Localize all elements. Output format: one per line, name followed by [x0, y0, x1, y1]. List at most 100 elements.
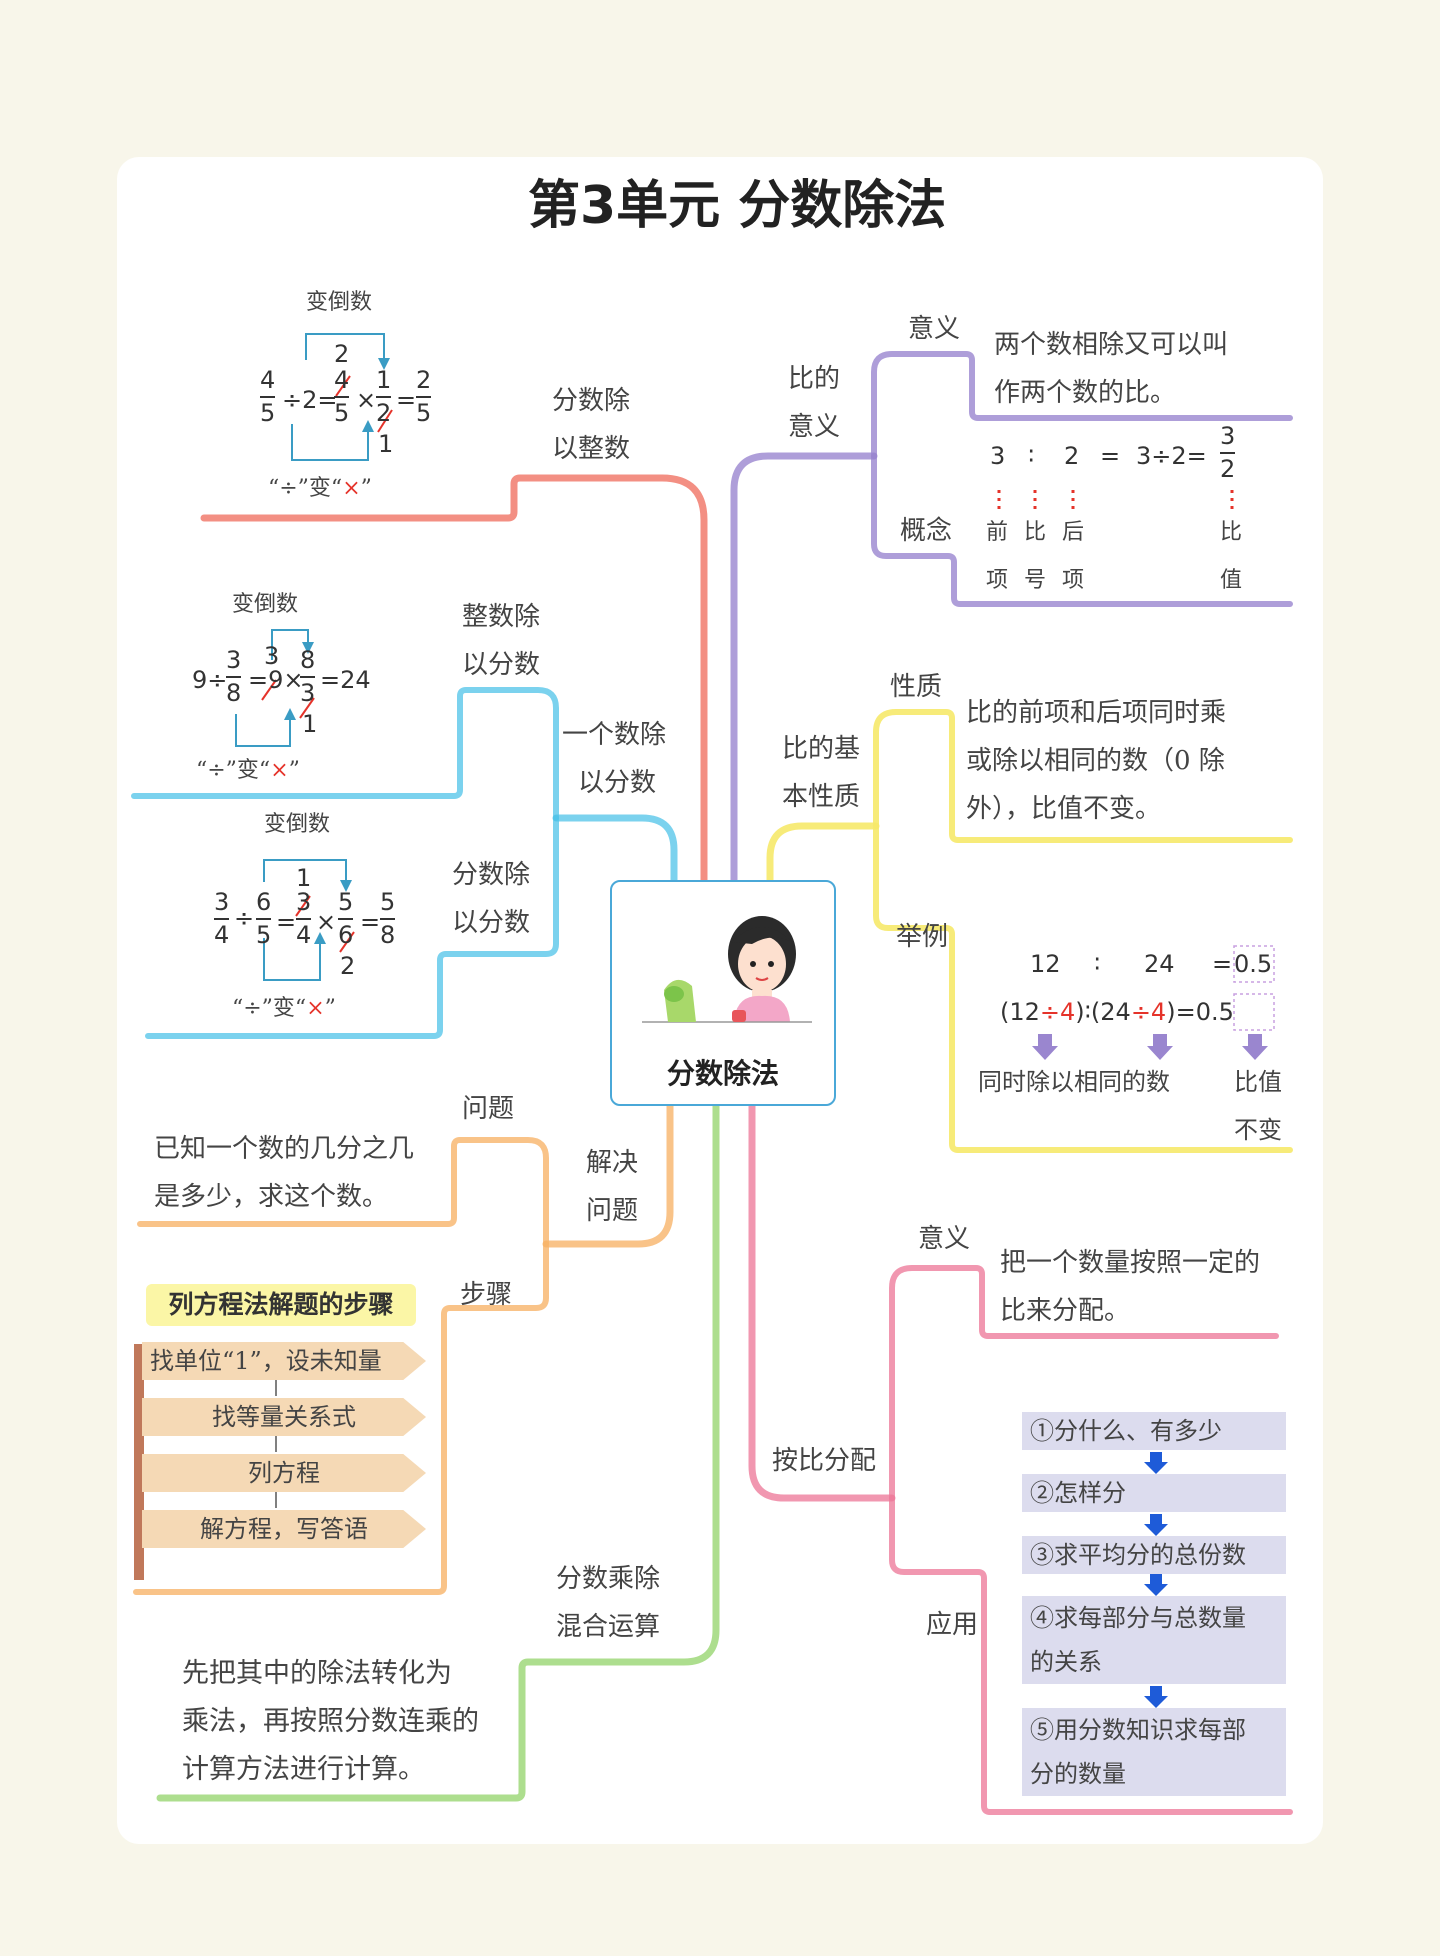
- alloc-step-2: ②怎样分: [1022, 1474, 1286, 1512]
- cancel-result: 1: [296, 864, 312, 892]
- flip-arrow-3-bottom: [263, 932, 326, 981]
- cancel-stroke: [377, 409, 393, 433]
- example-row1: =: [1212, 950, 1233, 978]
- allocation-meaning-label: 意义: [918, 1224, 971, 1254]
- highlight-box: [1233, 993, 1275, 1031]
- branch-blue-upper: [131, 687, 559, 821]
- girl-illustration: [642, 916, 812, 1023]
- branch-yellow-upper: [873, 709, 1293, 843]
- step-arrow: [1144, 1514, 1168, 1536]
- flip-label: 变倒数: [232, 592, 299, 617]
- step-1: 找单位“1”，设未知量: [142, 1342, 426, 1380]
- operator: ÷: [234, 904, 255, 932]
- branch-orange-upper: [137, 1137, 549, 1247]
- cancel-result: 2: [340, 952, 356, 980]
- example-note-2b: 不变: [1234, 1116, 1282, 1144]
- property-text-2: 或除以相同的数（0 除: [966, 746, 1225, 776]
- branch-label-solve-2: 问题: [586, 1196, 639, 1226]
- part-label: 比: [1024, 520, 1047, 545]
- cancel-result: 1: [302, 710, 318, 738]
- problem-text-2: 是多少，求这个数。: [154, 1182, 389, 1212]
- part-label: 比: [1220, 520, 1243, 545]
- property-text-1: 比的前项和后项同时乘: [966, 698, 1227, 728]
- step-arrow: [1144, 1574, 1168, 1596]
- flip-arrow-1-bottom: [291, 420, 374, 461]
- part-label: 号: [1024, 568, 1047, 593]
- flip-label: 变倒数: [264, 812, 331, 837]
- center-node: 分数除法: [610, 880, 836, 1106]
- flip-arrow-3-top: [263, 859, 352, 892]
- expr-part: ∶: [1028, 442, 1035, 470]
- operator: ÷2=: [282, 386, 338, 414]
- times-sign: ×: [316, 908, 337, 936]
- meaning-label: 意义: [908, 314, 961, 344]
- branch-green: [156, 1098, 720, 1802]
- cancel-result: 3: [264, 642, 280, 670]
- mixed-text-2: 乘法，再按照分数连乘的: [182, 1706, 479, 1737]
- branch-label-solve-1: 解决: [586, 1148, 639, 1178]
- branch-yellow-lower: [873, 823, 1293, 1153]
- step-2: 找等量关系式: [142, 1398, 426, 1436]
- branch-orange: [542, 1098, 674, 1248]
- property-label: 性质: [890, 672, 943, 702]
- part-label: 前: [986, 520, 1009, 545]
- expr-part: 3: [990, 442, 1006, 470]
- expr-part: =: [1100, 442, 1121, 470]
- cancel-stroke: [295, 895, 311, 917]
- step-4: 解方程，写答语: [142, 1510, 426, 1548]
- rule-text: “÷”变“×”: [232, 996, 336, 1021]
- down-arrow: [1032, 1034, 1058, 1060]
- flip-arrow-1-top: [305, 333, 390, 370]
- cancel-stroke: [299, 697, 315, 719]
- branch-pink-lower: [889, 1495, 1293, 1815]
- branch-blue: [552, 814, 678, 884]
- steps-side-bar: [134, 1344, 144, 1580]
- example-row2: (12÷4)∶(24÷4)=0.5: [1000, 998, 1234, 1026]
- step-3: 列方程: [142, 1454, 426, 1492]
- cancel-stroke: [335, 375, 351, 397]
- branch-label-ratio-property-1: 比的基: [782, 734, 861, 764]
- branch-label-mixed-1: 分数乘除: [556, 1564, 661, 1594]
- expr-part: 2: [1064, 442, 1080, 470]
- branch-purple: [730, 452, 878, 884]
- property-text-3: 外），比值不变。: [966, 794, 1162, 824]
- allocation-meaning-2: 比来分配。: [1000, 1296, 1131, 1326]
- part-label: 后: [1062, 520, 1085, 545]
- branch-purple-upper: [871, 351, 1293, 459]
- branch-label-int-div-frac-2: 以分数: [462, 650, 541, 680]
- example-row1: 24: [1144, 950, 1175, 978]
- part-label: 值: [1220, 568, 1243, 593]
- meaning-text-1: 两个数相除又可以叫: [994, 330, 1229, 360]
- branch-label-frac-div-frac-2: 以分数: [452, 908, 531, 938]
- alloc-step-4: ④求每部分与总数量的关系: [1022, 1596, 1286, 1684]
- flip-label: 变倒数: [306, 290, 373, 315]
- branch-label-ratio-meaning-2: 意义: [788, 412, 841, 442]
- step-arrow: [1144, 1452, 1168, 1474]
- branch-label-frac-div-int-1: 分数除: [552, 386, 631, 416]
- steps-badge: 列方程法解题的步骤: [146, 1284, 416, 1326]
- result: =24: [320, 666, 371, 694]
- branch-label-ratio-meaning-1: 比的: [788, 364, 841, 394]
- branch-label-frac-div-frac-1: 分数除: [452, 860, 531, 890]
- highlight-box: [1233, 945, 1275, 983]
- meaning-text-2: 作两个数的比。: [994, 378, 1177, 408]
- alloc-step-5: ⑤用分数知识求每部分的数量: [1022, 1708, 1286, 1796]
- cancel-stroke: [261, 679, 277, 701]
- example-row1: ∶: [1094, 950, 1101, 978]
- concept-label: 概念: [900, 516, 953, 546]
- equals: =: [396, 386, 417, 414]
- expr-part: 3÷2=: [1136, 442, 1207, 470]
- alloc-step-3: ③求平均分的总份数: [1022, 1536, 1286, 1574]
- cancel-result: 1: [378, 430, 394, 458]
